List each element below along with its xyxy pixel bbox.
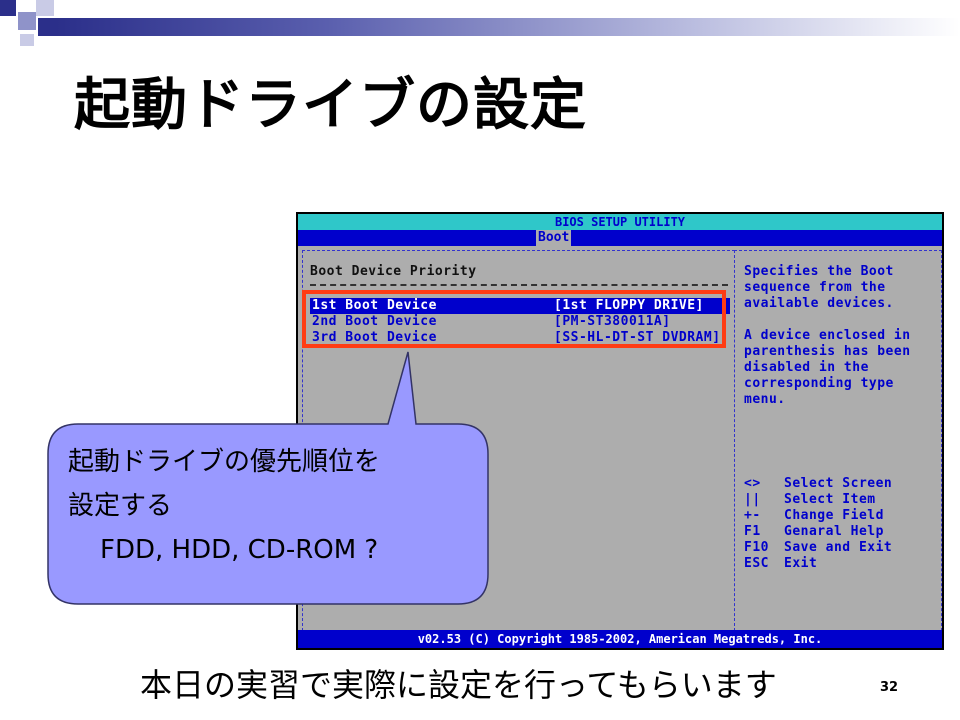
bios-screenshot: BIOS SETUP UTILITY Boot Boot Device Prio… — [296, 212, 944, 650]
help-text-1: Specifies the Boot sequence from the ava… — [744, 264, 894, 311]
key-label: ESC — [744, 556, 769, 571]
callout-line-2: 設定する — [68, 491, 173, 521]
boot-device-label: 2nd Boot Device — [312, 314, 437, 329]
key-description: Change Field — [784, 508, 884, 523]
callout-line-1: 起動ドライブの優先順位を — [68, 447, 381, 477]
boot-devices-highlight — [302, 290, 726, 348]
deco-square — [36, 0, 54, 16]
key-description: Select Item — [784, 492, 876, 507]
deco-square — [18, 12, 36, 30]
bios-title-bar: BIOS SETUP UTILITY — [298, 214, 942, 230]
key-label: +- — [744, 508, 761, 523]
boot-device-value: [1st FLOPPY DRIVE] — [554, 298, 704, 313]
heading-rule — [310, 284, 728, 286]
callout-line-3: FDD, HDD, CD-ROM ? — [100, 535, 379, 565]
boot-device-row-2[interactable]: 2nd Boot Device [PM-ST380011A] — [310, 314, 730, 330]
boot-device-row-1[interactable]: 1st Boot Device [1st FLOPPY DRIVE] — [310, 298, 730, 314]
page-number: 32 — [880, 680, 899, 695]
bottom-note: 本日の実習で実際に設定を行ってもらいます — [140, 666, 777, 704]
title-gradient-bar — [56, 18, 960, 36]
boot-device-value: [SS-HL-DT-ST DVDRAM] — [554, 330, 721, 345]
boot-device-value: [PM-ST380011A] — [554, 314, 671, 329]
top-decoration — [0, 0, 960, 46]
key-label: F1 — [744, 524, 761, 539]
key-label: || — [744, 492, 761, 507]
boot-device-label: 1st Boot Device — [312, 298, 437, 313]
help-text-2: A device enclosed in parenthesis has bee… — [744, 328, 911, 407]
callout-text: 起動ドライブの優先順位を 設定する FDD, HDD, CD-ROM ? — [68, 440, 488, 572]
boot-device-label: 3rd Boot Device — [312, 330, 437, 345]
bios-footer: v02.53 (C) Copyright 1985-2002, American… — [298, 630, 942, 648]
key-description: Genaral Help — [784, 524, 884, 539]
key-description: Select Screen — [784, 476, 893, 491]
bios-help-panel — [734, 250, 942, 631]
bios-tab-boot[interactable]: Boot — [536, 230, 572, 246]
key-label: <> — [744, 476, 761, 491]
deco-square — [0, 0, 16, 16]
slide-title: 起動ドライブの設定 — [74, 73, 587, 138]
key-description: Exit — [784, 556, 818, 571]
deco-square — [20, 34, 34, 46]
boot-device-row-3[interactable]: 3rd Boot Device [SS-HL-DT-ST DVDRAM] — [310, 330, 730, 346]
deco-square — [38, 18, 56, 36]
key-description: Save and Exit — [784, 540, 893, 555]
bios-menu-bar — [298, 230, 942, 246]
boot-priority-heading: Boot Device Priority — [310, 264, 477, 279]
key-label: F10 — [744, 540, 769, 555]
